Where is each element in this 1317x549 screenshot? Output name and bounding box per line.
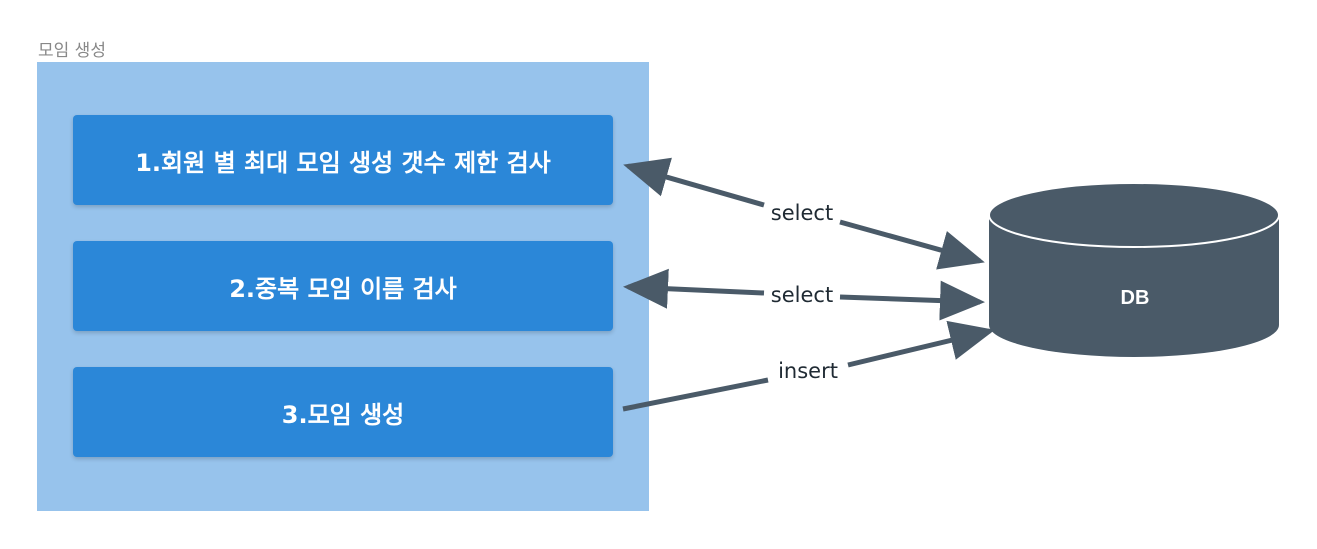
step-1-label: 1.회원 별 최대 모임 생성 갯수 제한 검사 (135, 148, 551, 177)
connection-2-label: select (771, 283, 833, 307)
connection-3-arrow-to-db (847, 320, 995, 368)
connection-1-label: select (771, 201, 833, 225)
connection-2-arrow-to-db (839, 280, 985, 321)
database-icon (988, 182, 1280, 357)
step-3-box: 3.모임 생성 (73, 367, 613, 457)
step-2-label: 2.중복 모임 이름 검사 (229, 274, 457, 303)
step-1-box: 1.회원 별 최대 모임 생성 갯수 제한 검사 (73, 115, 613, 205)
process-container: 1.회원 별 최대 모임 생성 갯수 제한 검사 2.중복 모임 이름 검사 3… (37, 62, 649, 511)
connection-1-arrow-to-db (839, 219, 985, 270)
connection-3-label: insert (778, 359, 838, 383)
connection-3-line (622, 377, 769, 412)
connection-2-arrow-to-step (623, 268, 765, 309)
step-2-box: 2.중복 모임 이름 검사 (73, 241, 613, 331)
connection-1-arrow-to-step (623, 157, 765, 208)
database-label: DB (1121, 287, 1150, 309)
step-3-label: 3.모임 생성 (281, 400, 405, 429)
group-title: 모임 생성 (38, 41, 106, 61)
